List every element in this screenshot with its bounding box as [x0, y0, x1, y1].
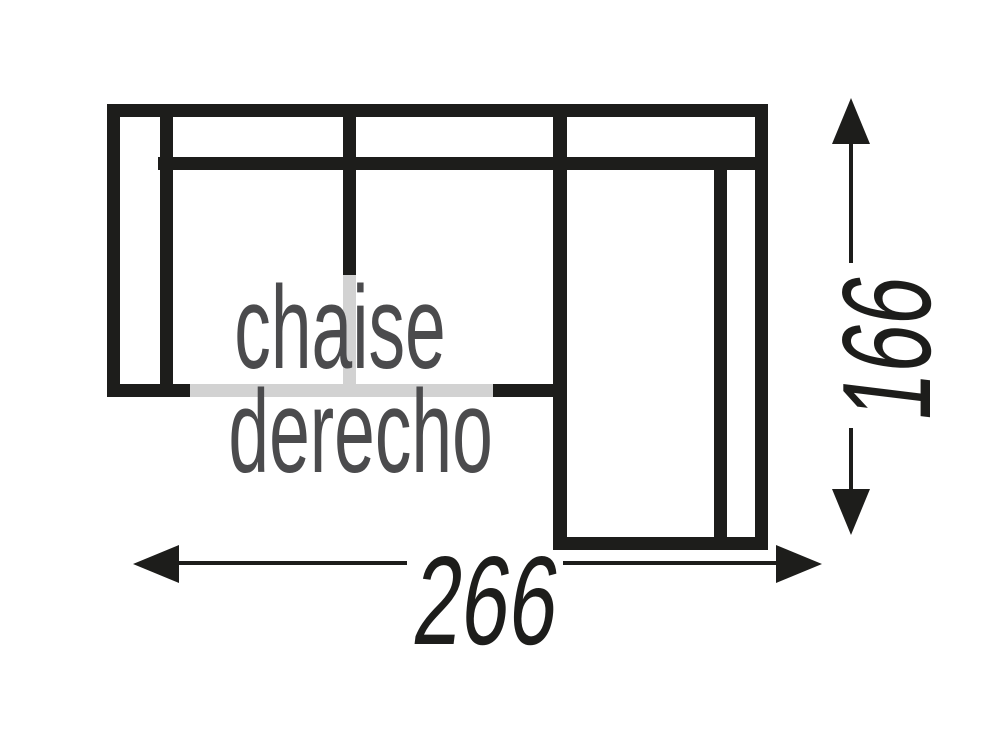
sofa-left-edge	[107, 104, 120, 397]
width-dimension-line-right	[563, 561, 785, 565]
height-dimension-line-bottom	[849, 428, 853, 492]
width-arrowhead-right	[776, 545, 822, 583]
sofa-right-edge	[755, 104, 768, 550]
sofa-top-edge	[107, 104, 768, 117]
left-armrest-line	[160, 117, 173, 384]
seat-front-edge-left	[107, 384, 190, 397]
chaise-bottom-edge	[553, 537, 768, 550]
chaise-inner-edge	[714, 170, 727, 537]
height-dimension-label: 166	[816, 266, 957, 428]
chaise-label: chaise derecho	[228, 262, 493, 498]
height-arrowhead-top	[832, 98, 870, 144]
seat-front-edge-right	[493, 384, 567, 397]
seat-divider-line-overlap	[343, 275, 356, 384]
chaise-label-line1: chaise	[234, 262, 446, 394]
chaise-label-line2: derecho	[228, 366, 493, 498]
backrest-line	[158, 157, 755, 170]
height-dimension-line-top	[849, 140, 853, 263]
width-dimension-label: 266	[406, 530, 568, 671]
width-dimension-line-left	[165, 561, 407, 565]
seat-divider-line	[343, 117, 356, 275]
chaise-left-edge	[553, 117, 567, 550]
height-arrowhead-bottom	[832, 489, 870, 535]
seat-front-edge-overlap	[190, 384, 493, 397]
